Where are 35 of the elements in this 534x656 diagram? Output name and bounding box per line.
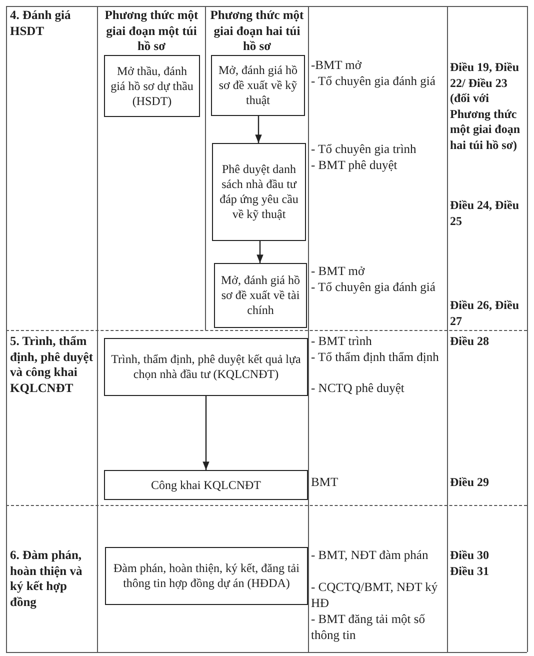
arrow: [255, 116, 262, 143]
table-text: Điều 28: [450, 334, 490, 350]
arrow: [256, 241, 264, 263]
table-text: Điều 19, Điều 22/ Điều 23 (đối với Phương thức một giai đoạn hai túi hồ sơ): [450, 60, 522, 153]
table-text: Điều 29: [450, 475, 490, 490]
table-text: 4. Đánh giá HSDT: [10, 8, 72, 39]
table-text: - Tổ chuyên gia trình: [311, 142, 418, 158]
process-box: Mở thầu, đánh giá hồ sơ dự thầu (HSDT): [104, 55, 200, 117]
table-text: - BMT trình: [311, 334, 373, 350]
table-text: - Tổ chuyên gia đánh giá: [311, 74, 436, 90]
table-text: - CQCTQ/BMT, NĐT ký HĐ: [311, 580, 439, 611]
process-box: Mở, đánh giá hồ sơ đề xuất về kỹ thuật: [211, 55, 305, 116]
table-text: -BMT mở: [311, 58, 363, 74]
table-text: - BMT, NĐT đàm phán: [311, 548, 430, 564]
process-box: Mở, đánh giá hồ sơ đề xuất về tài chính: [214, 263, 307, 328]
table-text: - BMT phê duyệt: [311, 158, 398, 174]
table-text: Điều 31: [450, 564, 490, 580]
process-box: Công khai KQLCNĐT: [104, 470, 308, 500]
table-text: - BMT mở: [311, 264, 366, 280]
table-text: - NCTQ phê duyệt: [311, 381, 406, 396]
process-box: Trình, thẩm định, phê duyệt kết quả lựa chọn nhà đầu tư (KQLCNĐT): [104, 338, 308, 396]
table-text: Điều 24, Điều 25: [450, 198, 520, 229]
process-box: Phê duyệt danh sách nhà đầu tư đáp ứng yêu cầu về kỹ thuật: [212, 143, 306, 241]
table-text: BMT: [311, 475, 340, 490]
table-text: - Tổ chuyên gia đánh giá: [311, 280, 436, 296]
arrow: [202, 396, 210, 470]
table-text: Phương thức một giai đoạn một túi hồ sơ: [104, 8, 200, 54]
process-box: Đàm phán, hoàn thiện, ký kết, đăng tải thông tin hợp đồng dự án (HĐDA): [105, 547, 308, 605]
table-text: - Tổ thẩm định thẩm định: [311, 350, 440, 366]
table-text: 5. Trình, thẩm định, phê duyệt và công khai KQLCNĐT: [10, 334, 94, 396]
table-text: Điều 26, Điều 27: [450, 298, 520, 329]
table-text: - BMT đăng tải một số thông tin: [311, 612, 426, 643]
table-text: Phương thức một giai đoạn hai túi hồ sơ: [209, 8, 305, 54]
table-text: Điều 30: [450, 548, 490, 564]
table-text: 6. Đàm phán, hoàn thiện và ký kết hợp đồng: [10, 548, 84, 610]
